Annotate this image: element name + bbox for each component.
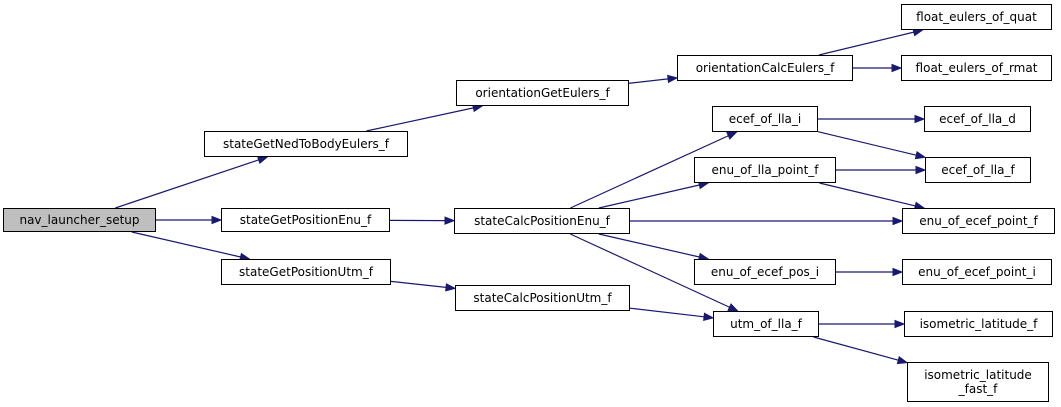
edge-state-calc-position-utm-f-to-utm-of-lla-f [629,307,715,321]
arrowhead [914,150,927,160]
edge-state-calc-position-enu-f-to-ecef-of-lla-i [570,131,738,209]
node-float-eulers-of-rmat[interactable]: float_eulers_of_rmat [901,55,1052,81]
node-enu-of-lla-point-f[interactable]: enu_of_lla_point_f [694,157,836,183]
node-enu-of-ecef-point-i[interactable]: enu_of_ecef_point_i [902,259,1052,285]
arrowhead [211,215,223,225]
node-utm-of-lla-f[interactable]: utm_of_lla_f [713,311,819,337]
edge-orientation-calc-eulers-f-to-float-eulers-of-quat [818,28,924,56]
arrowhead [667,74,679,84]
arrowhead [444,216,456,225]
edge-enu-of-lla-point-f-to-enu-of-ecef-point-f [819,182,926,210]
node-isometric-latitude-fast-f[interactable]: isometric_latitude _fast_f [907,362,1049,402]
edge-state-calc-position-enu-f-to-utm-of-lla-f [570,233,739,312]
arrowhead [445,283,457,292]
node-float-eulers-of-quat[interactable]: float_eulers_of_quat [901,4,1052,30]
node-state-get-position-utm-f[interactable]: stateGetPositionUtm_f [221,259,391,285]
arrowhead [892,267,904,277]
edge-state-get-position-enu-f-to-state-calc-position-enu-f [389,216,456,225]
node-state-get-position-enu-f[interactable]: stateGetPositionEnu_f [221,208,390,232]
node-enu-of-ecef-pos-i[interactable]: enu_of_ecef_pos_i [694,259,836,285]
edge-state-calc-position-enu-f-to-enu-of-ecef-pos-i [598,233,710,262]
node-nav-launcher-setup: nav_launcher_setup [3,208,156,232]
edge-orientation-get-eulers-f-to-orientation-calc-eulers-f [628,74,679,84]
arrowhead [891,63,903,73]
arrowhead [703,312,715,321]
node-orientation-calc-eulers-f[interactable]: orientationCalcEulers_f [677,55,853,81]
arrowhead [726,131,738,140]
edge-utm-of-lla-f-to-isometric-latitude-f [819,319,906,329]
arrowhead [914,114,926,124]
edge-enu-of-ecef-pos-i-to-enu-of-ecef-point-i [836,267,904,277]
node-ecef-of-lla-i[interactable]: ecef_of_lla_i [712,106,818,132]
edge-state-get-ned-to-body-eulers-f-to-orientation-get-eulers-f [366,103,484,132]
node-enu-of-ecef-point-f[interactable]: enu_of_ecef_point_f [902,208,1055,234]
edge-enu-of-lla-point-f-to-ecef-of-lla-f [836,165,927,175]
node-state-get-ned-to-body-eulers-f[interactable]: stateGetNedToBodyEulers_f [204,131,408,157]
edge-nav-launcher-setup-to-state-get-ned-to-body-eulers-f [115,156,269,209]
edge-nav-launcher-setup-to-state-get-position-enu-f [156,215,223,225]
arrowhead [915,165,927,175]
node-orientation-get-eulers-f[interactable]: orientationGetEulers_f [456,80,629,106]
arrowhead [896,355,909,365]
node-ecef-of-lla-f[interactable]: ecef_of_lla_f [925,157,1031,183]
edge-ecef-of-lla-i-to-ecef-of-lla-d [818,114,926,124]
arrowhead [894,319,906,329]
node-isometric-latitude-f[interactable]: isometric_latitude_f [904,311,1053,337]
edge-state-calc-position-enu-f-to-enu-of-lla-point-f [598,180,710,209]
edge-orientation-calc-eulers-f-to-float-eulers-of-rmat [853,63,903,73]
node-ecef-of-lla-d[interactable]: ecef_of_lla_d [924,106,1031,132]
edge-nav-launcher-setup-to-state-get-position-utm-f [131,231,251,261]
edge-state-get-position-utm-f-to-state-calc-position-utm-f [390,280,457,292]
arrowhead [256,156,269,165]
node-state-calc-position-enu-f[interactable]: stateCalcPositionEnu_f [454,208,630,234]
edge-ecef-of-lla-i-to-ecef-of-lla-f [817,131,927,160]
edge-state-calc-position-enu-f-to-enu-of-ecef-point-f [630,216,904,226]
arrowhead [727,303,739,312]
edge-utm-of-lla-f-to-isometric-latitude-fast-f [813,336,909,365]
node-state-calc-position-utm-f[interactable]: stateCalcPositionUtm_f [455,285,630,311]
arrowhead [892,216,904,226]
